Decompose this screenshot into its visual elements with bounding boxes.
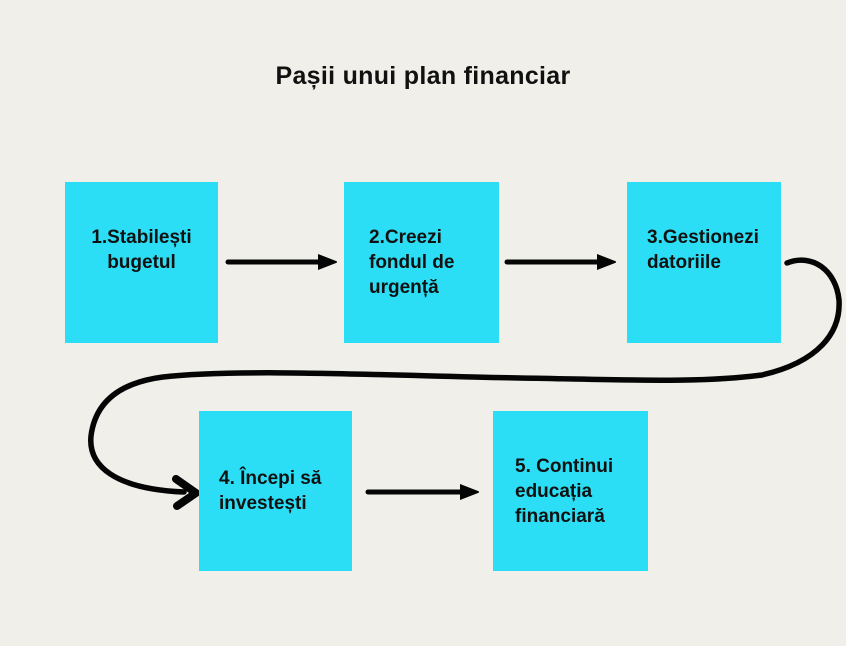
- step-1-label: 1.Stabilești bugetul: [91, 226, 192, 273]
- step-5-label: 5. Continui educația financiară: [515, 455, 614, 527]
- step-box-2: 2.Creezi fondul de urgență: [344, 182, 499, 343]
- step-box-5: 5. Continui educația financiară: [493, 411, 648, 571]
- step-box-3: 3.Gestionezi datoriile: [627, 182, 781, 343]
- step-3-label: 3.Gestionezi datoriile: [647, 226, 759, 273]
- step-box-1: 1.Stabilești bugetul: [65, 182, 218, 343]
- step-4-label: 4. Începi să investești: [219, 468, 322, 514]
- step-2-label: 2.Creezi fondul de urgență: [369, 227, 455, 298]
- curved-arrow-step3-to-step4-icon: [88, 257, 842, 495]
- diagram-title: Pașii unui plan financiar: [275, 62, 571, 90]
- curved-arrowhead-icon: [172, 475, 200, 510]
- step-box-4: 4. Începi să investești: [199, 411, 352, 571]
